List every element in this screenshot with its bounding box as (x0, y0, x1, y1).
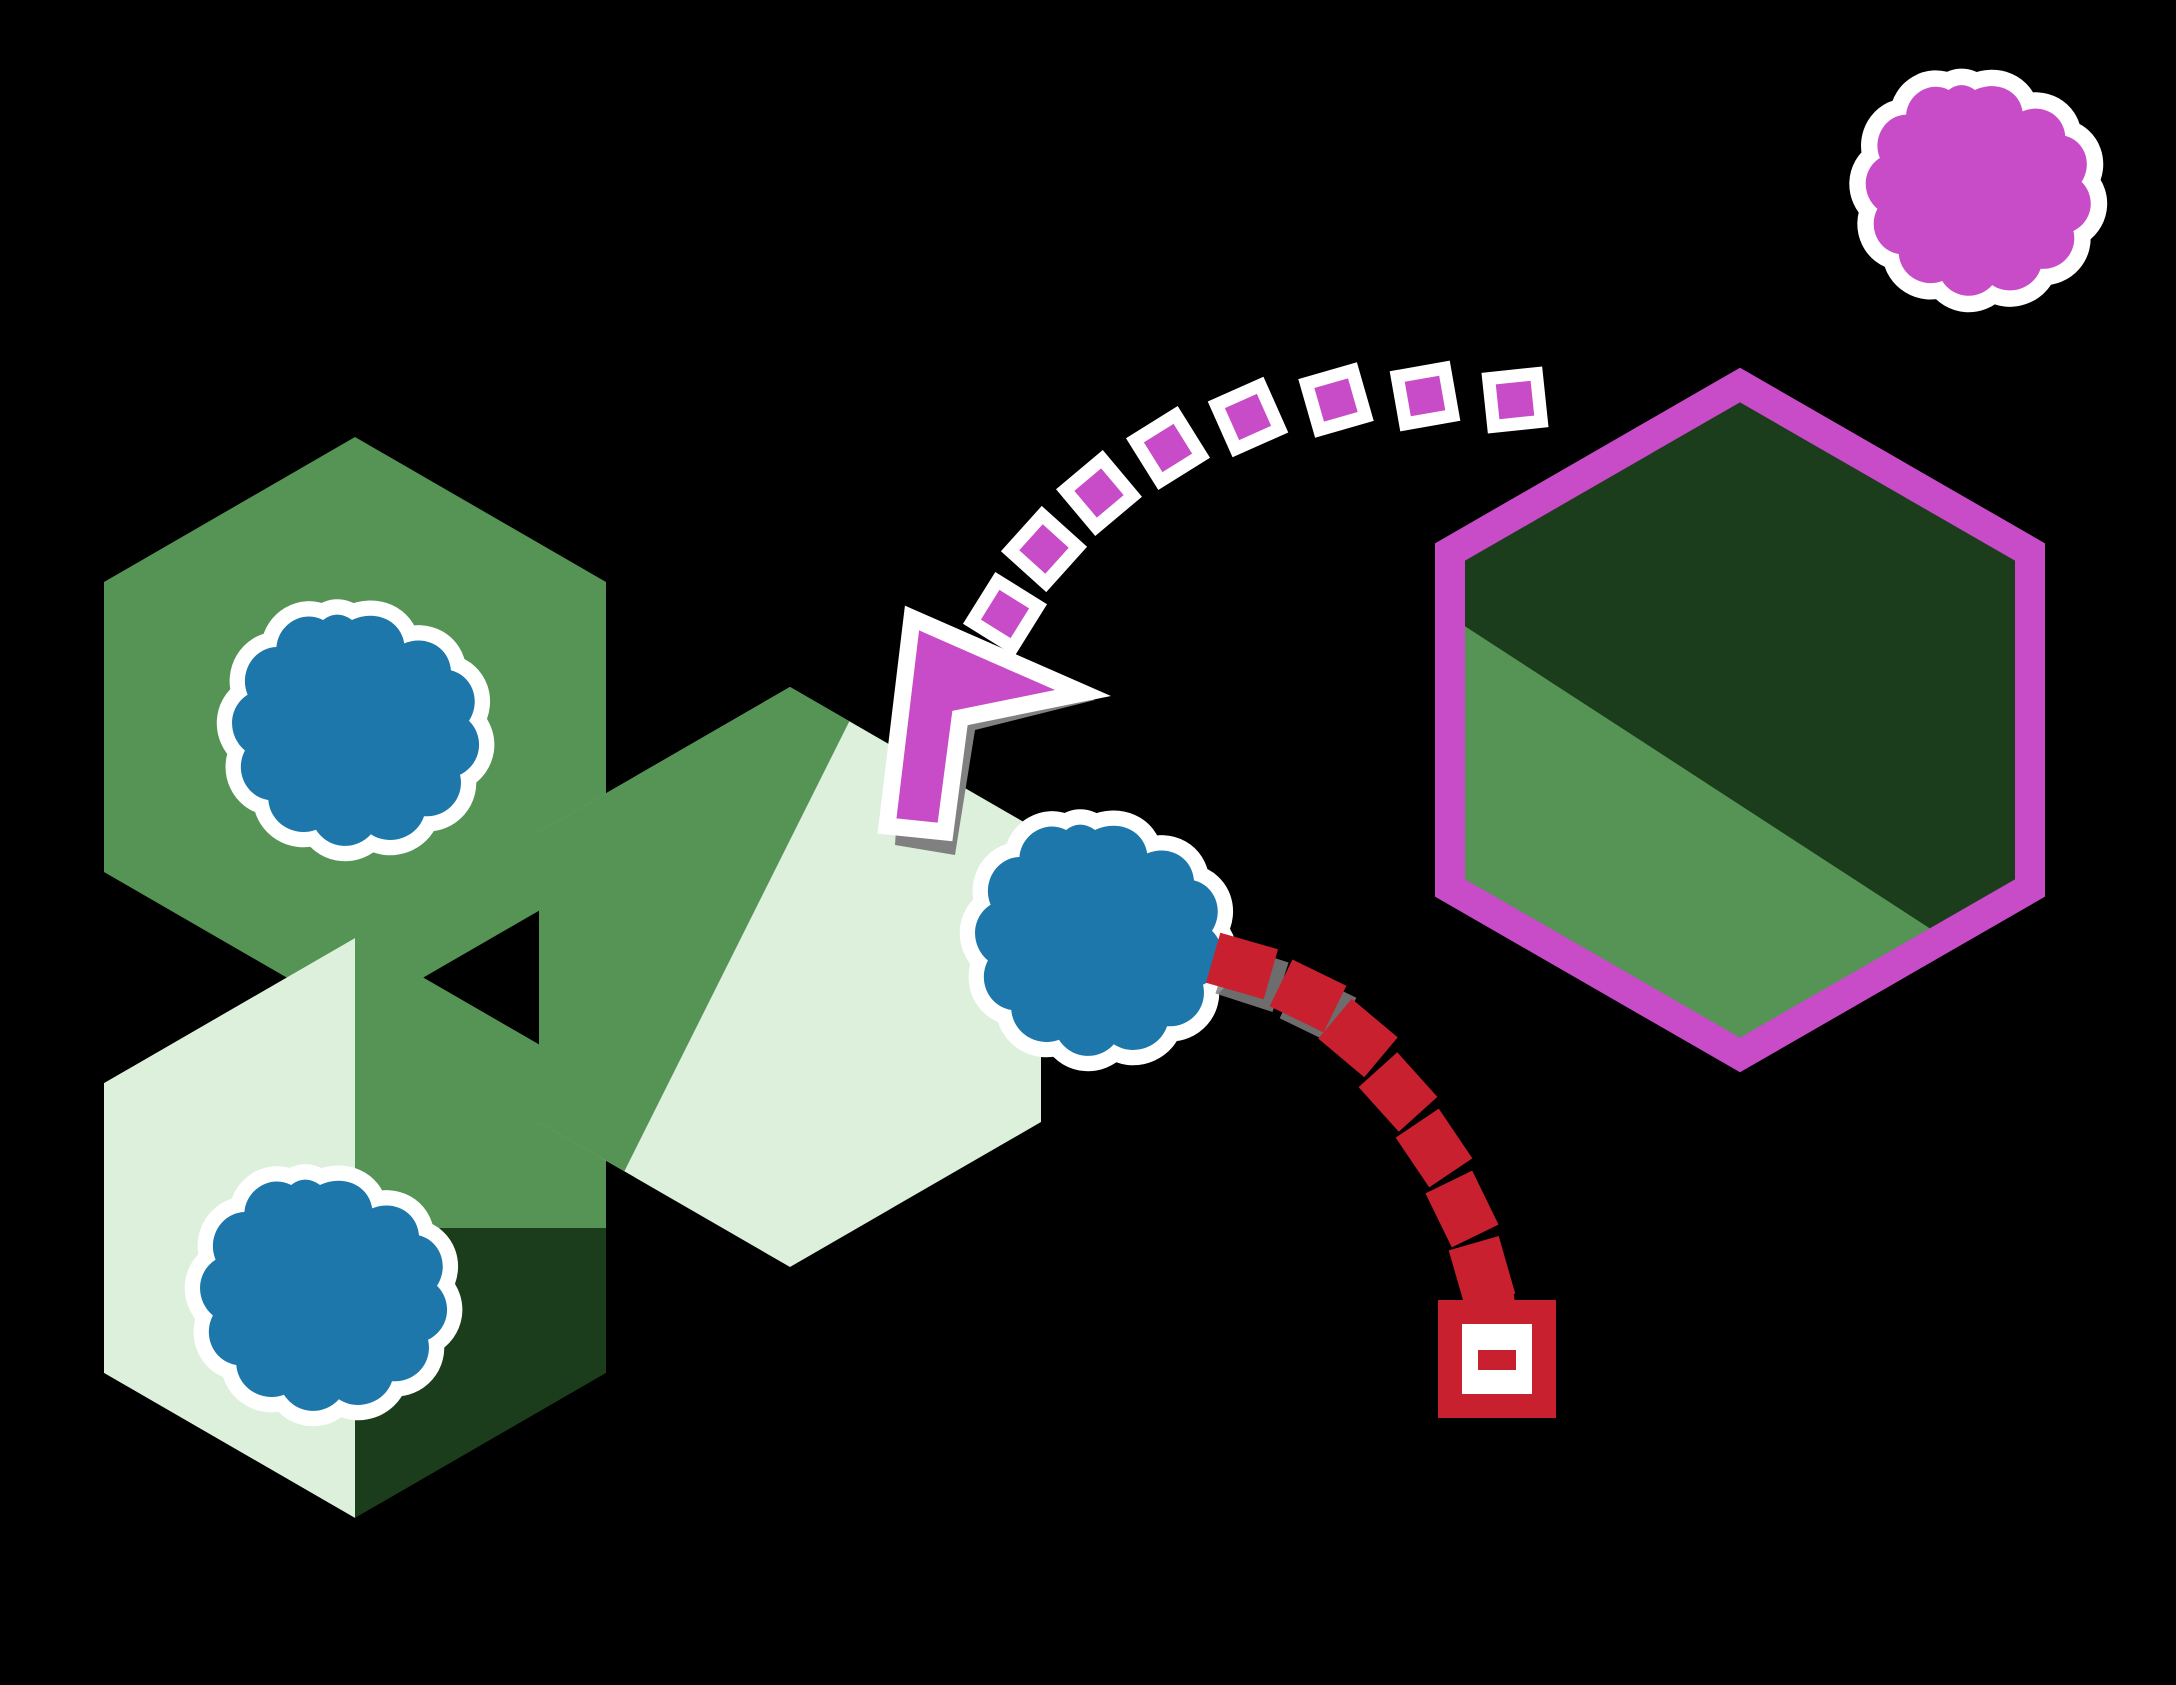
hexagon-bottom-left-top-right-face (355, 938, 606, 1228)
hexagon-top-left[interactable] (90, 420, 630, 1040)
hexagon-center-left-fill (539, 687, 880, 1267)
flower-icon-top-left (232, 615, 479, 846)
flower-icon-bottom-left (200, 1180, 447, 1411)
hexagon-right-outline (1435, 367, 2045, 1073)
red-dashed-arrow (1205, 932, 1556, 1418)
hexagon-outlined-right[interactable] (1435, 367, 2045, 1090)
magenta-flower-badge[interactable] (1866, 85, 2091, 296)
cursor-arrow-shape (877, 605, 1111, 842)
mouse-cursor-arrow[interactable] (877, 605, 1111, 855)
red-square-endpoint-marker[interactable] (1438, 1300, 1556, 1418)
magenta-dash-segments (962, 360, 1549, 657)
magenta-dashed-arrow (962, 360, 1549, 657)
hexagon-bottom-left[interactable] (104, 938, 606, 1518)
endpoint-marker-dash (1478, 1350, 1516, 1370)
flower-icon-center (975, 825, 1222, 1056)
